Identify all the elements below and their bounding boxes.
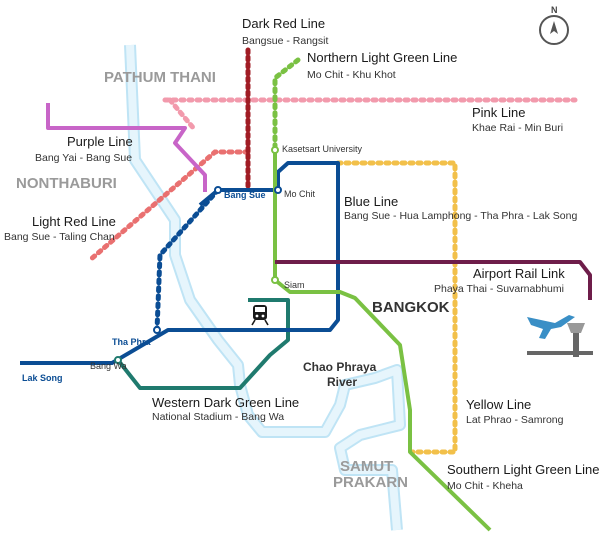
northern-light-green-line-name: Northern Light Green Line [307, 50, 457, 65]
region-pathum-thani: PATHUM THANI [104, 69, 216, 86]
blue-line-extension [154, 187, 221, 333]
pink-line-branch [167, 97, 198, 133]
northern-light-green-line-route: Mo Chit - Khu Khot [307, 69, 396, 81]
yellow-line-route: Lat Phrao - Samrong [466, 414, 564, 426]
purple-line-name: Purple Line [67, 134, 133, 149]
light-red-line-name: Light Red Line [32, 214, 116, 229]
blue-line-name: Blue Line [344, 194, 398, 209]
light-red-line-track [87, 149, 251, 263]
station-siam: Siam [284, 280, 305, 290]
station-mo-chit: Mo Chit [284, 189, 316, 199]
airport-rail-link-route: Phaya Thai - Suvarnabhumi [434, 283, 564, 295]
region-samut-prakarn-1: SAMUT [340, 458, 393, 475]
western-dark-green-line-route: National Stadium - Bang Wa [152, 411, 284, 423]
yellow-line-track [335, 160, 458, 455]
northern-light-green-line-track [272, 57, 301, 153]
region-bangkok: BANGKOK [372, 299, 450, 316]
station-bang-wa: Bang Wa [90, 361, 127, 371]
station-tha-phra: Tha Phra [112, 337, 152, 347]
dark-red-line-route: Bangsue - Rangsit [242, 35, 328, 47]
river-label-2: River [327, 375, 357, 389]
region-nonthaburi: NONTHABURI [16, 175, 117, 192]
pink-line-route: Khae Rai - Min Buri [472, 122, 563, 134]
train-icon [251, 305, 269, 326]
airport-rail-link-track [275, 260, 592, 300]
station-markers [114, 146, 282, 364]
southern-light-green-line-name: Southern Light Green Line [447, 462, 600, 477]
compass-north-label: N [551, 5, 558, 15]
light-red-line-route: Bang Sue - Taling Chan [4, 231, 115, 243]
yellow-line-name: Yellow Line [466, 397, 531, 412]
compass-icon: N [539, 5, 569, 45]
station-lak-song: Lak Song [22, 373, 63, 383]
chao-phraya-river [124, 44, 406, 531]
purple-line-route: Bang Yai - Bang Sue [35, 152, 132, 164]
southern-light-green-line-track [273, 150, 492, 532]
purple-line-track [46, 103, 207, 192]
airport-icon [527, 315, 593, 357]
pink-line-name: Pink Line [472, 105, 525, 120]
station-bang-sue: Bang Sue [224, 190, 266, 200]
river-label-1: Chao Phraya [303, 360, 377, 374]
station-kasetsart: Kasetsart University [282, 144, 363, 154]
airport-rail-link-name: Airport Rail Link [473, 266, 565, 281]
blue-line-route: Bang Sue - Hua Lamphong - Tha Phra - Lak… [344, 210, 577, 222]
western-dark-green-line-name: Western Dark Green Line [152, 395, 299, 410]
dark-red-line-name: Dark Red Line [242, 16, 325, 31]
region-samut-prakarn-2: PRAKARN [333, 474, 408, 491]
southern-light-green-line-route: Mo Chit - Kheha [447, 480, 523, 492]
western-dark-green-line-track [116, 298, 290, 390]
blue-line-track [20, 161, 340, 365]
